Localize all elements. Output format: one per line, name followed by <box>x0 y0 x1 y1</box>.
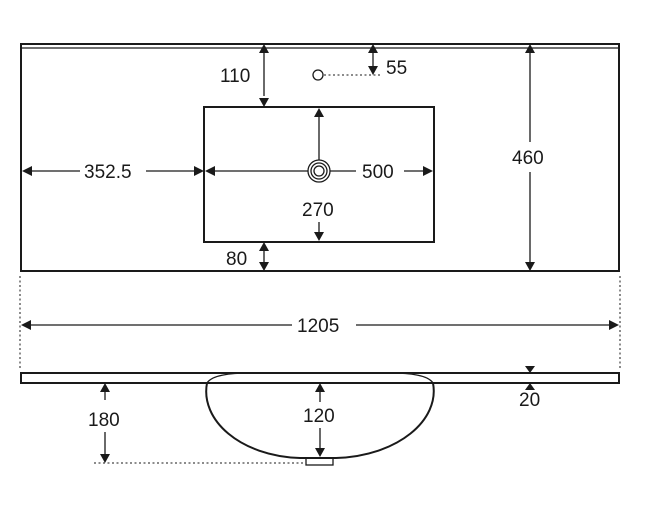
dim-basin-offset-front: 80 <box>226 242 269 271</box>
dim-basin-depth: 270 <box>302 108 334 241</box>
dim-label-top-thickness: 20 <box>519 390 540 411</box>
dim-label-basin-offset-front: 80 <box>226 249 247 270</box>
dim-basin-offset-back: 110 <box>220 44 269 107</box>
dim-bowl-depth: 120 <box>303 383 335 457</box>
dim-label-bowl-depth: 120 <box>303 406 335 427</box>
tap-hole-icon <box>312 69 324 81</box>
dim-label-tap-hole-offset: 55 <box>386 58 407 79</box>
dim-basin-width: 500 <box>205 162 433 183</box>
countertop-slab <box>20 372 620 384</box>
drain-outlet <box>305 457 334 466</box>
drain-icon <box>307 159 331 183</box>
dim-label-basin-width: 500 <box>362 162 394 183</box>
dim-label-basin-depth: 270 <box>302 200 334 221</box>
dim-label-overall-height: 180 <box>88 410 120 431</box>
dim-total-width: 1205 <box>19 276 621 370</box>
dim-label-basin-offset-left: 352.5 <box>84 162 132 183</box>
countertop-outline <box>20 43 620 272</box>
dim-top-thickness: 20 <box>519 366 540 411</box>
dim-label-basin-offset-back: 110 <box>220 66 250 87</box>
dim-depth: 460 <box>512 44 544 271</box>
plan-view <box>20 43 620 272</box>
dim-label-depth: 460 <box>512 148 544 169</box>
dim-overall-height: 180 <box>88 383 306 464</box>
basin-cutout <box>203 106 435 243</box>
dim-tap-hole-offset: 55 <box>324 44 407 79</box>
bowl-inner-line <box>206 372 434 384</box>
dim-label-total-width: 1205 <box>297 316 339 337</box>
dim-basin-offset-left: 352.5 <box>22 162 204 183</box>
